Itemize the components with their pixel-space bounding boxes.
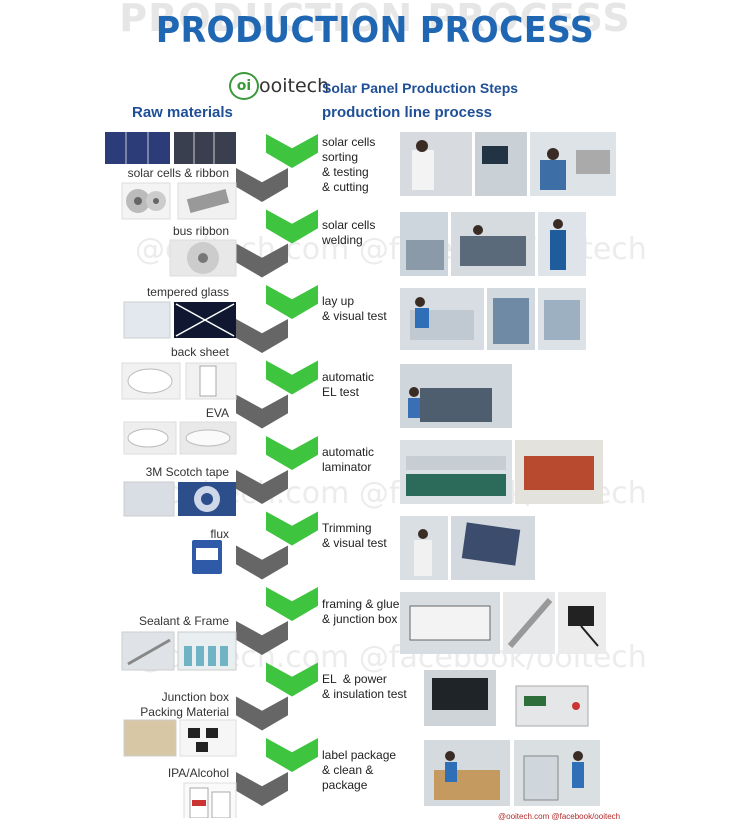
raw-material-label: bus ribbon: [114, 224, 229, 238]
footer-credit: @ooitech.com @facebook/ooitech: [498, 812, 620, 821]
step-arrow-gray: [236, 319, 288, 353]
step-line: & testing: [322, 165, 402, 180]
step-arrow-gray: [236, 621, 288, 655]
step-label-layup: lay up & visual test: [322, 294, 402, 324]
ooitech-logo-icon: oi: [229, 72, 259, 100]
el-test-photos: [400, 364, 512, 428]
step-arrow-green: [266, 285, 318, 319]
raw-material-label: Packing Material: [114, 705, 229, 719]
step-arrow-green: [266, 436, 318, 470]
flux-image: [192, 540, 222, 574]
step-arrow-green: [266, 587, 318, 621]
raw-material-label: Junction box: [114, 690, 229, 704]
step-arrow-green: [266, 134, 318, 168]
step-line: sorting: [322, 150, 402, 165]
step-arrow-gray: [236, 697, 288, 731]
step-arrow-green: [266, 663, 318, 697]
process-flow-arrows: [236, 128, 320, 818]
raw-material-label: solar cells & ribbon: [114, 166, 229, 180]
eva-image: [124, 422, 236, 454]
packaging-photos: [424, 740, 600, 806]
step-line: automatic: [322, 370, 402, 385]
power-test-photos: [424, 670, 588, 726]
step-line: EL test: [322, 385, 402, 400]
step-line: & visual test: [322, 309, 402, 324]
sorting-photos: [400, 132, 616, 196]
step-arrow-green: [266, 512, 318, 546]
step-label-el-test: automatic EL test: [322, 370, 402, 400]
step-arrow-gray: [236, 244, 288, 278]
brand-name: ooitech: [259, 75, 329, 97]
page-title: PRODUCTION PROCESS: [30, 10, 720, 51]
production-line-heading: production line process: [322, 104, 492, 121]
solar-cells-image: [105, 132, 236, 164]
step-arrow-gray: [236, 772, 288, 806]
framing-photos: [400, 592, 606, 654]
step-line: Trimming: [322, 521, 402, 536]
step-arrow-gray: [236, 546, 288, 580]
tempered-glass-image: [124, 302, 236, 338]
step-line: lay up: [322, 294, 402, 309]
step-arrow-gray: [236, 470, 288, 504]
raw-material-label: back sheet: [114, 345, 229, 359]
back-sheet-image: [122, 363, 236, 399]
step-line: & junction box: [322, 612, 412, 627]
step-arrow-green: [266, 738, 318, 772]
step-label-laminator: automatic laminator: [322, 445, 402, 475]
step-arrow-gray: [236, 395, 288, 429]
step-arrow-green: [266, 210, 318, 244]
step-label-welding: solar cells welding: [322, 218, 402, 248]
sealant-frame-image: [122, 632, 236, 670]
raw-material-label: EVA: [114, 406, 229, 420]
raw-material-label: IPA/Alcohol: [114, 766, 229, 780]
bus-ribbon-image: [170, 240, 236, 276]
brand-logo: oi ooitech: [229, 72, 329, 100]
layup-photos: [400, 288, 586, 350]
step-line: welding: [322, 233, 402, 248]
step-label-sorting: solar cells sorting & testing & cutting: [322, 135, 402, 195]
raw-materials-heading: Raw materials: [132, 104, 233, 121]
trimming-photos: [400, 516, 535, 580]
raw-material-label: Sealant & Frame: [114, 614, 229, 628]
step-line: framing & glue: [322, 597, 412, 612]
step-label-trimming: Trimming & visual test: [322, 521, 402, 551]
step-line: automatic: [322, 445, 402, 460]
raw-material-label: tempered glass: [114, 285, 229, 299]
subtitle: Solar Panel Production Steps: [322, 80, 518, 96]
raw-material-label: flux: [114, 527, 229, 541]
step-line: & visual test: [322, 536, 402, 551]
step-line: solar cells: [322, 135, 402, 150]
welding-photos: [400, 212, 586, 276]
step-arrow-green: [266, 361, 318, 395]
laminator-photos: [400, 440, 603, 504]
scotch-tape-image: [124, 482, 236, 516]
production-photos: [400, 130, 620, 810]
step-line: & cutting: [322, 180, 402, 195]
step-line: solar cells: [322, 218, 402, 233]
step-line: laminator: [322, 460, 402, 475]
junction-box-image: [124, 720, 236, 756]
ipa-alcohol-image: [184, 783, 236, 818]
step-arrow-gray: [236, 168, 288, 202]
step-label-framing: framing & glue & junction box: [322, 597, 412, 627]
raw-material-label: 3M Scotch tape: [114, 465, 229, 479]
ribbon-image: [122, 183, 236, 219]
